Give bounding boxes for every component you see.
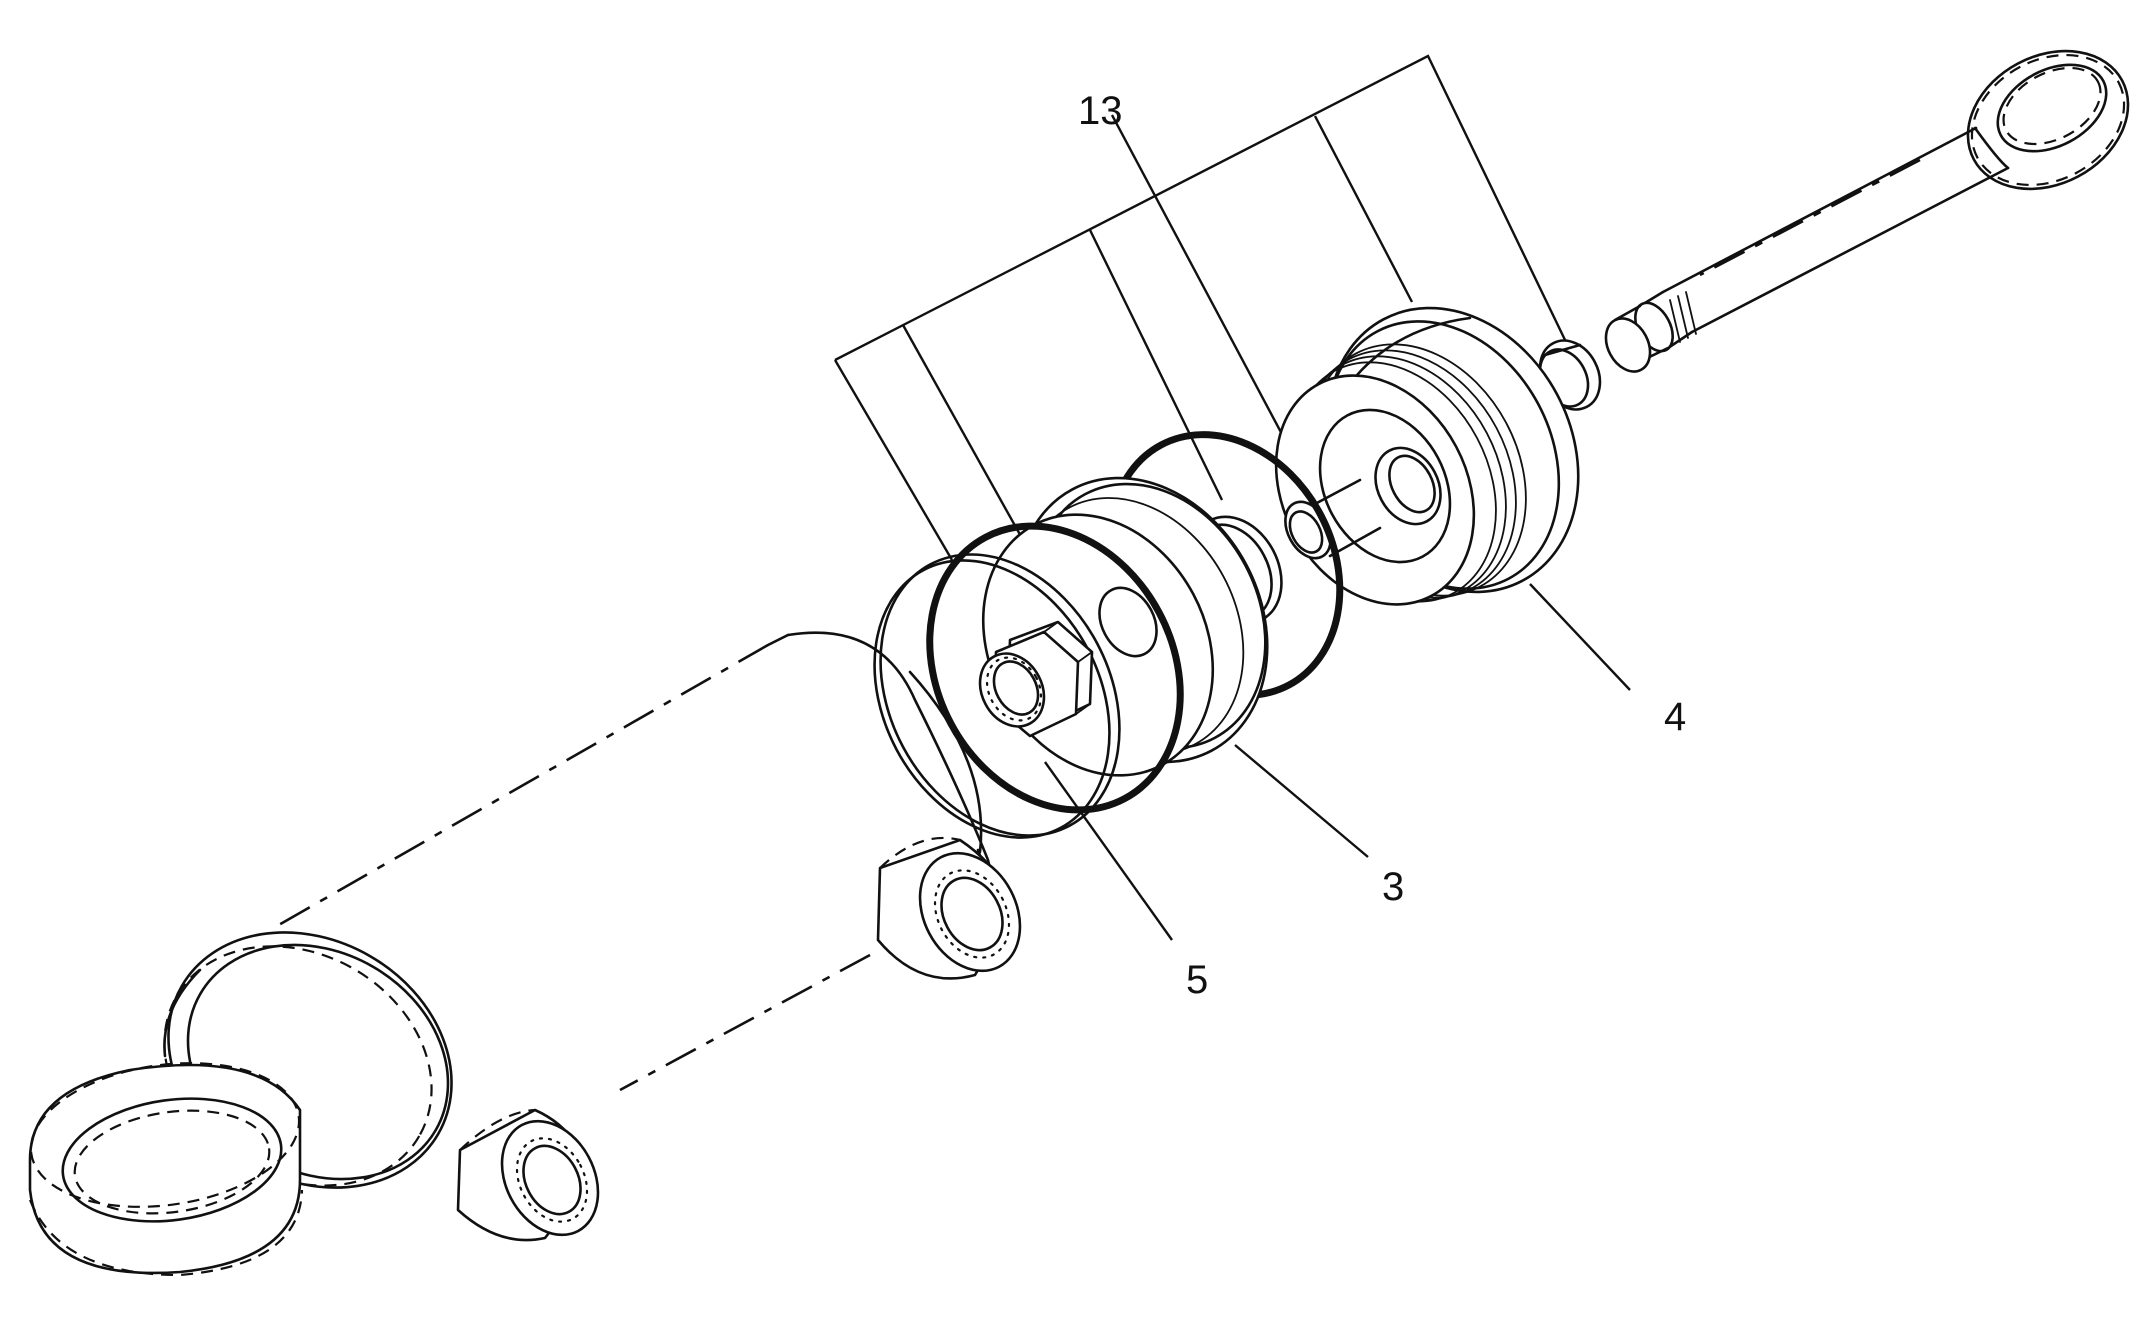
cylinder-base-eye	[28, 1062, 304, 1277]
callout-3: 3	[1382, 865, 1404, 909]
piston-rod-with-eye	[1604, 49, 2130, 373]
part-5-nut	[978, 620, 1094, 738]
port-fitting-lower	[456, 1108, 600, 1242]
port-fitting-upper	[876, 836, 1022, 980]
callout-leaders	[1044, 583, 1631, 941]
callout-13: 13	[1078, 89, 1123, 133]
callout-bracket	[833, 54, 1568, 561]
callout-5: 5	[1186, 958, 1208, 1002]
callout-labels: 13 4 3 5	[1078, 89, 1686, 1002]
outer-seal-ring	[926, 522, 1184, 814]
callout-4: 4	[1664, 695, 1686, 739]
part-4-gland	[1274, 306, 1580, 606]
